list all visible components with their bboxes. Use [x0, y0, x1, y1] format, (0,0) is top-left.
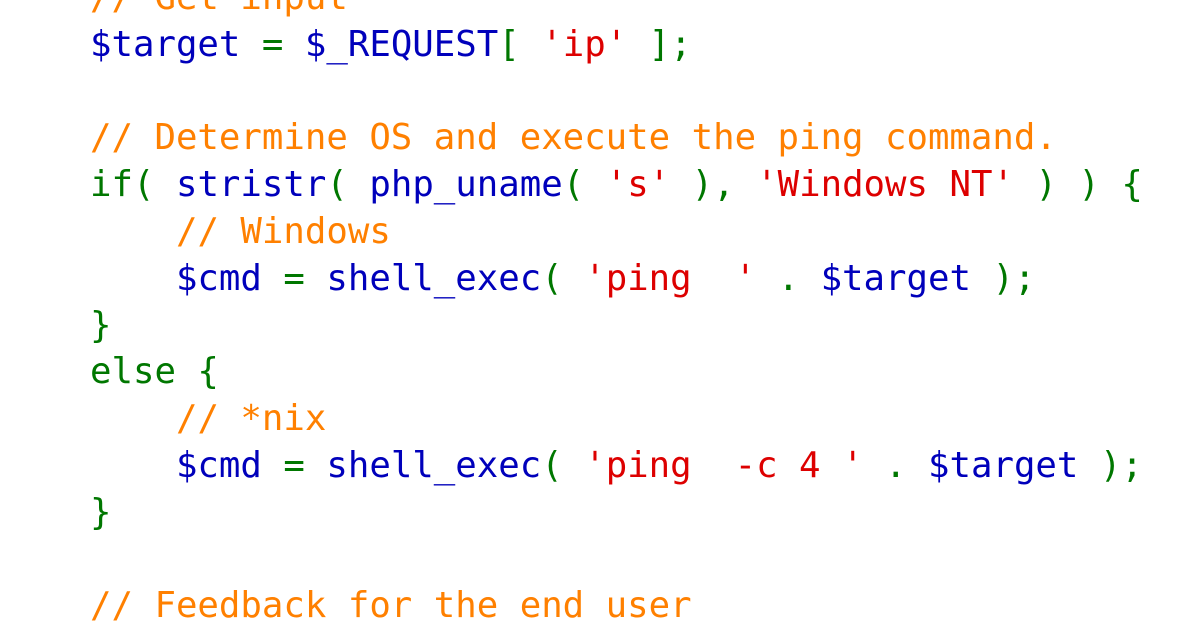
- code-line: // Feedback for the end user: [90, 583, 1143, 630]
- code-token-keyword: ) ) {: [1035, 164, 1143, 206]
- code-token-default: [90, 398, 176, 439]
- code-line: [90, 69, 1143, 116]
- code-token-comment: // Determine OS and execute the ping com…: [90, 117, 1057, 159]
- code-line: }: [90, 490, 1143, 537]
- code-token-keyword: (: [541, 444, 585, 486]
- code-line: // Get input: [90, 0, 1143, 22]
- code-token-keyword: else {: [90, 351, 219, 393]
- code-token-keyword: );: [1099, 444, 1143, 486]
- code-token-keyword: (: [562, 164, 606, 206]
- code-token-default: stristr: [175, 164, 327, 206]
- code-token-comment: // Windows: [175, 210, 391, 252]
- code-line: [90, 537, 1143, 584]
- code-token-keyword: =: [261, 23, 305, 65]
- code-token-keyword: =: [283, 444, 327, 486]
- code-token-default: $target: [820, 257, 993, 299]
- code-line: $target = $_REQUEST[ 'ip' ];: [90, 22, 1143, 69]
- code-token-keyword: =: [283, 257, 327, 299]
- code-token-keyword: [: [498, 23, 542, 65]
- code-line: }: [90, 303, 1143, 350]
- code-token-keyword: );: [992, 257, 1036, 299]
- code-token-string: 'ping ': [584, 257, 778, 299]
- code-token-comment: // Get input: [90, 0, 348, 18]
- code-line: else {: [90, 349, 1143, 396]
- code-token-default: php_uname: [369, 164, 563, 206]
- code-line: // Windows: [90, 209, 1143, 256]
- code-token-string: 'ip': [541, 23, 649, 65]
- code-token-comment: // Feedback for the end user: [90, 585, 692, 627]
- code-token-keyword: (: [541, 257, 585, 299]
- code-token-keyword: }: [90, 491, 112, 533]
- code-token-default: $_REQUEST: [304, 23, 499, 65]
- code-line: // *nix: [90, 396, 1143, 443]
- code-line: $cmd = shell_exec( 'ping -c 4 ' . $targe…: [90, 443, 1143, 490]
- code-token-keyword: .: [777, 257, 821, 299]
- code-token-default: shell_exec: [326, 444, 542, 486]
- code-block: // Get input $target = $_REQUEST[ 'ip' ];…: [90, 0, 1143, 630]
- code-token-string: 'ping -c 4 ': [584, 444, 886, 486]
- code-token-default: $cmd: [90, 257, 284, 299]
- code-token-default: [90, 211, 176, 252]
- code-line: if( stristr( php_uname( 's' ), 'Windows …: [90, 162, 1143, 209]
- code-token-default: $cmd: [90, 444, 284, 486]
- code-line: // Determine OS and execute the ping com…: [90, 115, 1143, 162]
- code-token-keyword: ),: [691, 164, 757, 206]
- code-token-default: $target: [928, 444, 1100, 486]
- code-token-keyword: (: [326, 164, 370, 206]
- code-token-default: $target: [90, 23, 262, 65]
- code-line: $cmd = shell_exec( 'ping ' . $target );: [90, 256, 1143, 303]
- code-token-keyword: ];: [648, 23, 692, 65]
- code-token-keyword: if(: [90, 164, 176, 206]
- code-token-string: 's': [605, 164, 692, 206]
- code-token-default: shell_exec: [326, 257, 542, 299]
- code-token-keyword: }: [90, 304, 112, 346]
- code-token-keyword: .: [885, 444, 928, 486]
- code-token-string: 'Windows NT': [756, 164, 1036, 206]
- code-token-comment: // *nix: [175, 398, 327, 440]
